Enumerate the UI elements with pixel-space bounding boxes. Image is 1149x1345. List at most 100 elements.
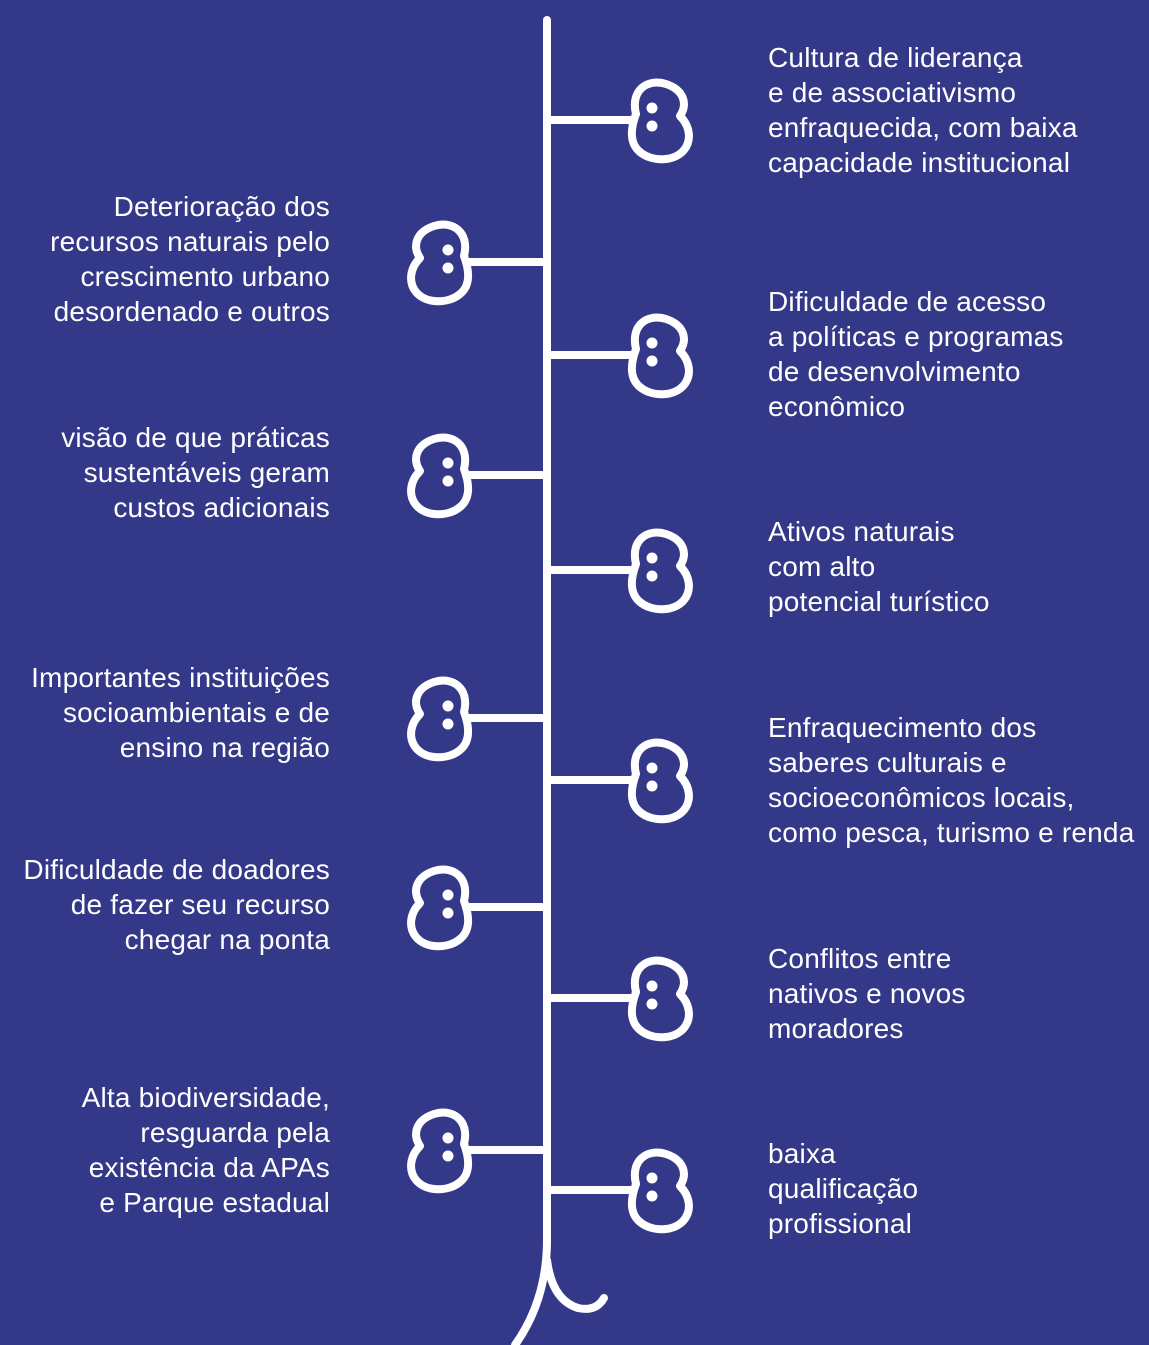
label-line: socioambientais e de <box>62 697 330 728</box>
bean-seed-icon <box>407 220 473 306</box>
left-branch-3 <box>407 676 551 762</box>
bean-dot <box>646 998 658 1010</box>
label-line: qualificação <box>768 1173 919 1204</box>
label-line: Deterioração dos <box>113 191 330 222</box>
label-line: de desenvolvimento <box>768 356 1021 387</box>
label-line: resguarda pela <box>140 1117 330 1148</box>
left-branch-2 <box>407 433 551 519</box>
left-branch-5 <box>407 1108 551 1194</box>
left-branch-1 <box>407 220 551 306</box>
label-line: visão de que práticas <box>61 422 330 453</box>
label-line: Dificuldade de doadores <box>23 854 330 885</box>
trunk-line <box>511 16 551 1345</box>
label-line: baixa <box>768 1138 836 1169</box>
bean-seed-icon <box>627 1148 693 1234</box>
label-line: a políticas e programas <box>768 321 1064 352</box>
right-label-1: Cultura de liderança e de associativismo e… <box>768 40 1149 180</box>
bean-seed-icon <box>627 738 693 824</box>
bean-dot <box>646 980 658 992</box>
bean-outline <box>627 313 693 399</box>
bean-seed-icon <box>407 433 473 519</box>
label-line: Alta biodiversidade, <box>81 1082 330 1113</box>
bean-dot <box>646 570 658 582</box>
bean-outline <box>627 78 693 164</box>
bean-seed-icon <box>407 1108 473 1194</box>
bean-outline <box>407 433 473 519</box>
bean-outline <box>407 1108 473 1194</box>
label-line: existência da APAs <box>88 1152 330 1183</box>
label-line: como pesca, turismo e renda <box>768 817 1135 848</box>
label-line: enfraquecida, com baixa <box>768 112 1078 143</box>
bean-dot <box>442 700 454 712</box>
bean-dot <box>442 1132 454 1144</box>
bean-dot <box>442 475 454 487</box>
right-branch-1 <box>543 78 693 164</box>
left-label-2: visão de que práticas sustentáveis geram c… <box>0 420 330 525</box>
right-branch-6 <box>543 1148 693 1234</box>
bean-seed-icon <box>627 313 693 399</box>
bean-dot <box>646 552 658 564</box>
bean-outline <box>627 738 693 824</box>
bean-dot <box>646 355 658 367</box>
label-line: recursos naturais pelo <box>50 226 330 257</box>
label-line: e Parque estadual <box>99 1187 330 1218</box>
bean-dot <box>646 102 658 114</box>
bean-dot <box>442 907 454 919</box>
label-line: com alto <box>768 551 876 582</box>
right-branch-5 <box>543 956 693 1042</box>
label-line: Conflitos entre <box>768 943 952 974</box>
bean-outline <box>407 865 473 951</box>
bean-dot <box>646 1190 658 1202</box>
left-branch-4 <box>407 865 551 951</box>
bean-seed-icon <box>407 676 473 762</box>
label-line: chegar na ponta <box>124 924 330 955</box>
root-curl <box>543 1256 608 1313</box>
label-line: moradores <box>768 1013 904 1044</box>
label-line: econômico <box>768 391 906 422</box>
label-line: Cultura de liderança <box>768 42 1023 73</box>
bean-outline <box>627 528 693 614</box>
label-line: custos adicionais <box>113 492 330 523</box>
left-label-5: Alta biodiversidade, resguarda pela existê… <box>0 1080 330 1220</box>
bean-seed-icon <box>627 78 693 164</box>
right-branch-3 <box>543 528 693 614</box>
bean-outline <box>627 956 693 1042</box>
bean-seed-icon <box>627 956 693 1042</box>
bean-dot <box>442 244 454 256</box>
label-line: ensino na região <box>119 732 330 763</box>
bean-outline <box>627 1148 693 1234</box>
bean-dot <box>646 1172 658 1184</box>
label-line: Importantes instituições <box>31 662 330 693</box>
bean-seed-icon <box>407 865 473 951</box>
left-label-1: Deterioração dos recursos naturais pelo cr… <box>0 189 330 329</box>
bean-dot <box>646 780 658 792</box>
bean-dot <box>646 337 658 349</box>
bean-outline <box>407 676 473 762</box>
right-label-6: baixa qualificação profissional <box>768 1136 1149 1241</box>
right-branch-2 <box>543 313 693 399</box>
right-branch-4 <box>543 738 693 824</box>
label-line: saberes culturais e <box>768 747 1007 778</box>
label-line: socioeconômicos locais, <box>768 782 1075 813</box>
label-line: profissional <box>768 1208 913 1239</box>
label-line: Enfraquecimento dos <box>768 712 1037 743</box>
left-label-4: Dificuldade de doadores de fazer seu recu… <box>0 852 330 957</box>
bean-dot <box>442 718 454 730</box>
right-label-4: Enfraquecimento dos saberes culturais e so… <box>768 710 1149 850</box>
bean-outline <box>407 220 473 306</box>
label-line: crescimento urbano <box>80 261 330 292</box>
label-line: de fazer seu recurso <box>70 889 330 920</box>
bean-dot <box>442 1150 454 1162</box>
label-line: e de associativismo <box>768 77 1017 108</box>
label-line: capacidade institucional <box>768 147 1071 178</box>
label-line: sustentáveis geram <box>83 457 330 488</box>
label-line: Ativos naturais <box>768 516 955 547</box>
bean-dot <box>442 889 454 901</box>
bean-dot <box>442 457 454 469</box>
bean-dot <box>646 762 658 774</box>
label-line: nativos e novos <box>768 978 966 1009</box>
